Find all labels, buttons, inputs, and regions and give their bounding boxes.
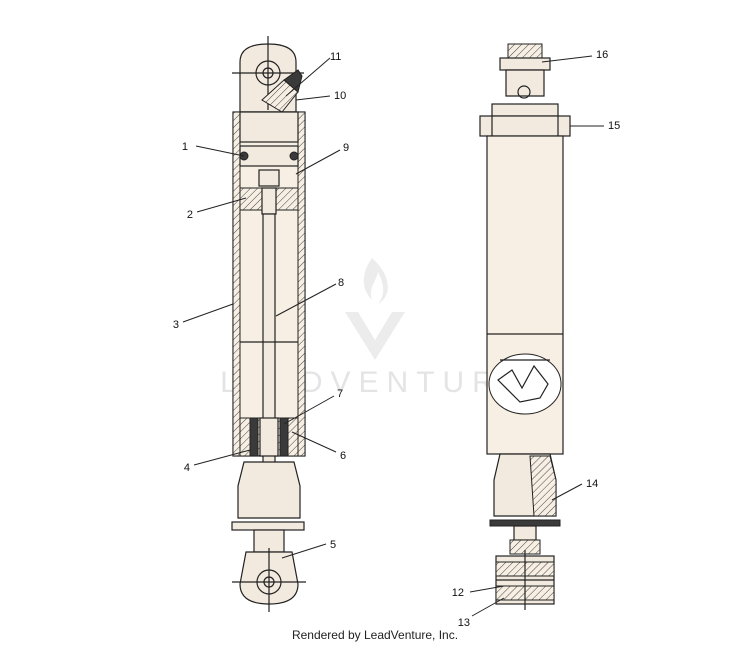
lower-housing	[237, 461, 301, 519]
callout-12: 12	[452, 587, 464, 599]
render-credit: Rendered by LeadVenture, Inc.	[291, 628, 459, 642]
piston-nut	[258, 169, 280, 187]
o-ring-right	[289, 151, 299, 161]
watermark-v-icon	[345, 312, 405, 360]
callout-6: 6	[340, 450, 346, 462]
callout-11: 11	[330, 51, 341, 63]
callout-4: 4	[184, 462, 190, 474]
callout-13: 13	[458, 617, 470, 629]
callout-1: 1	[182, 141, 188, 153]
callout-16: 16	[596, 49, 608, 61]
top-clevis-bolt	[517, 85, 531, 99]
leader-lines	[182, 55, 604, 617]
callout-7: 7	[337, 388, 343, 400]
callout-labels: 1 2 3 4 5 6 7 8 9 10 11 12 13 14 15 16	[173, 49, 620, 629]
callout-14: 14	[586, 478, 598, 490]
callout-5: 5	[330, 539, 336, 551]
callout-8: 8	[338, 277, 344, 289]
right-shock-exterior	[479, 43, 571, 610]
left-shock-cutaway	[231, 36, 306, 612]
callout-15: 15	[608, 120, 620, 132]
watermark-flame-icon	[363, 258, 388, 304]
seal-head	[239, 145, 299, 167]
callout-9: 9	[343, 142, 349, 154]
top-cap	[479, 115, 571, 137]
top-clevis	[507, 43, 543, 59]
callout-10: 10	[334, 90, 346, 102]
callout-3: 3	[173, 319, 179, 331]
callout-2: 2	[187, 209, 193, 221]
body-decal	[488, 353, 562, 415]
